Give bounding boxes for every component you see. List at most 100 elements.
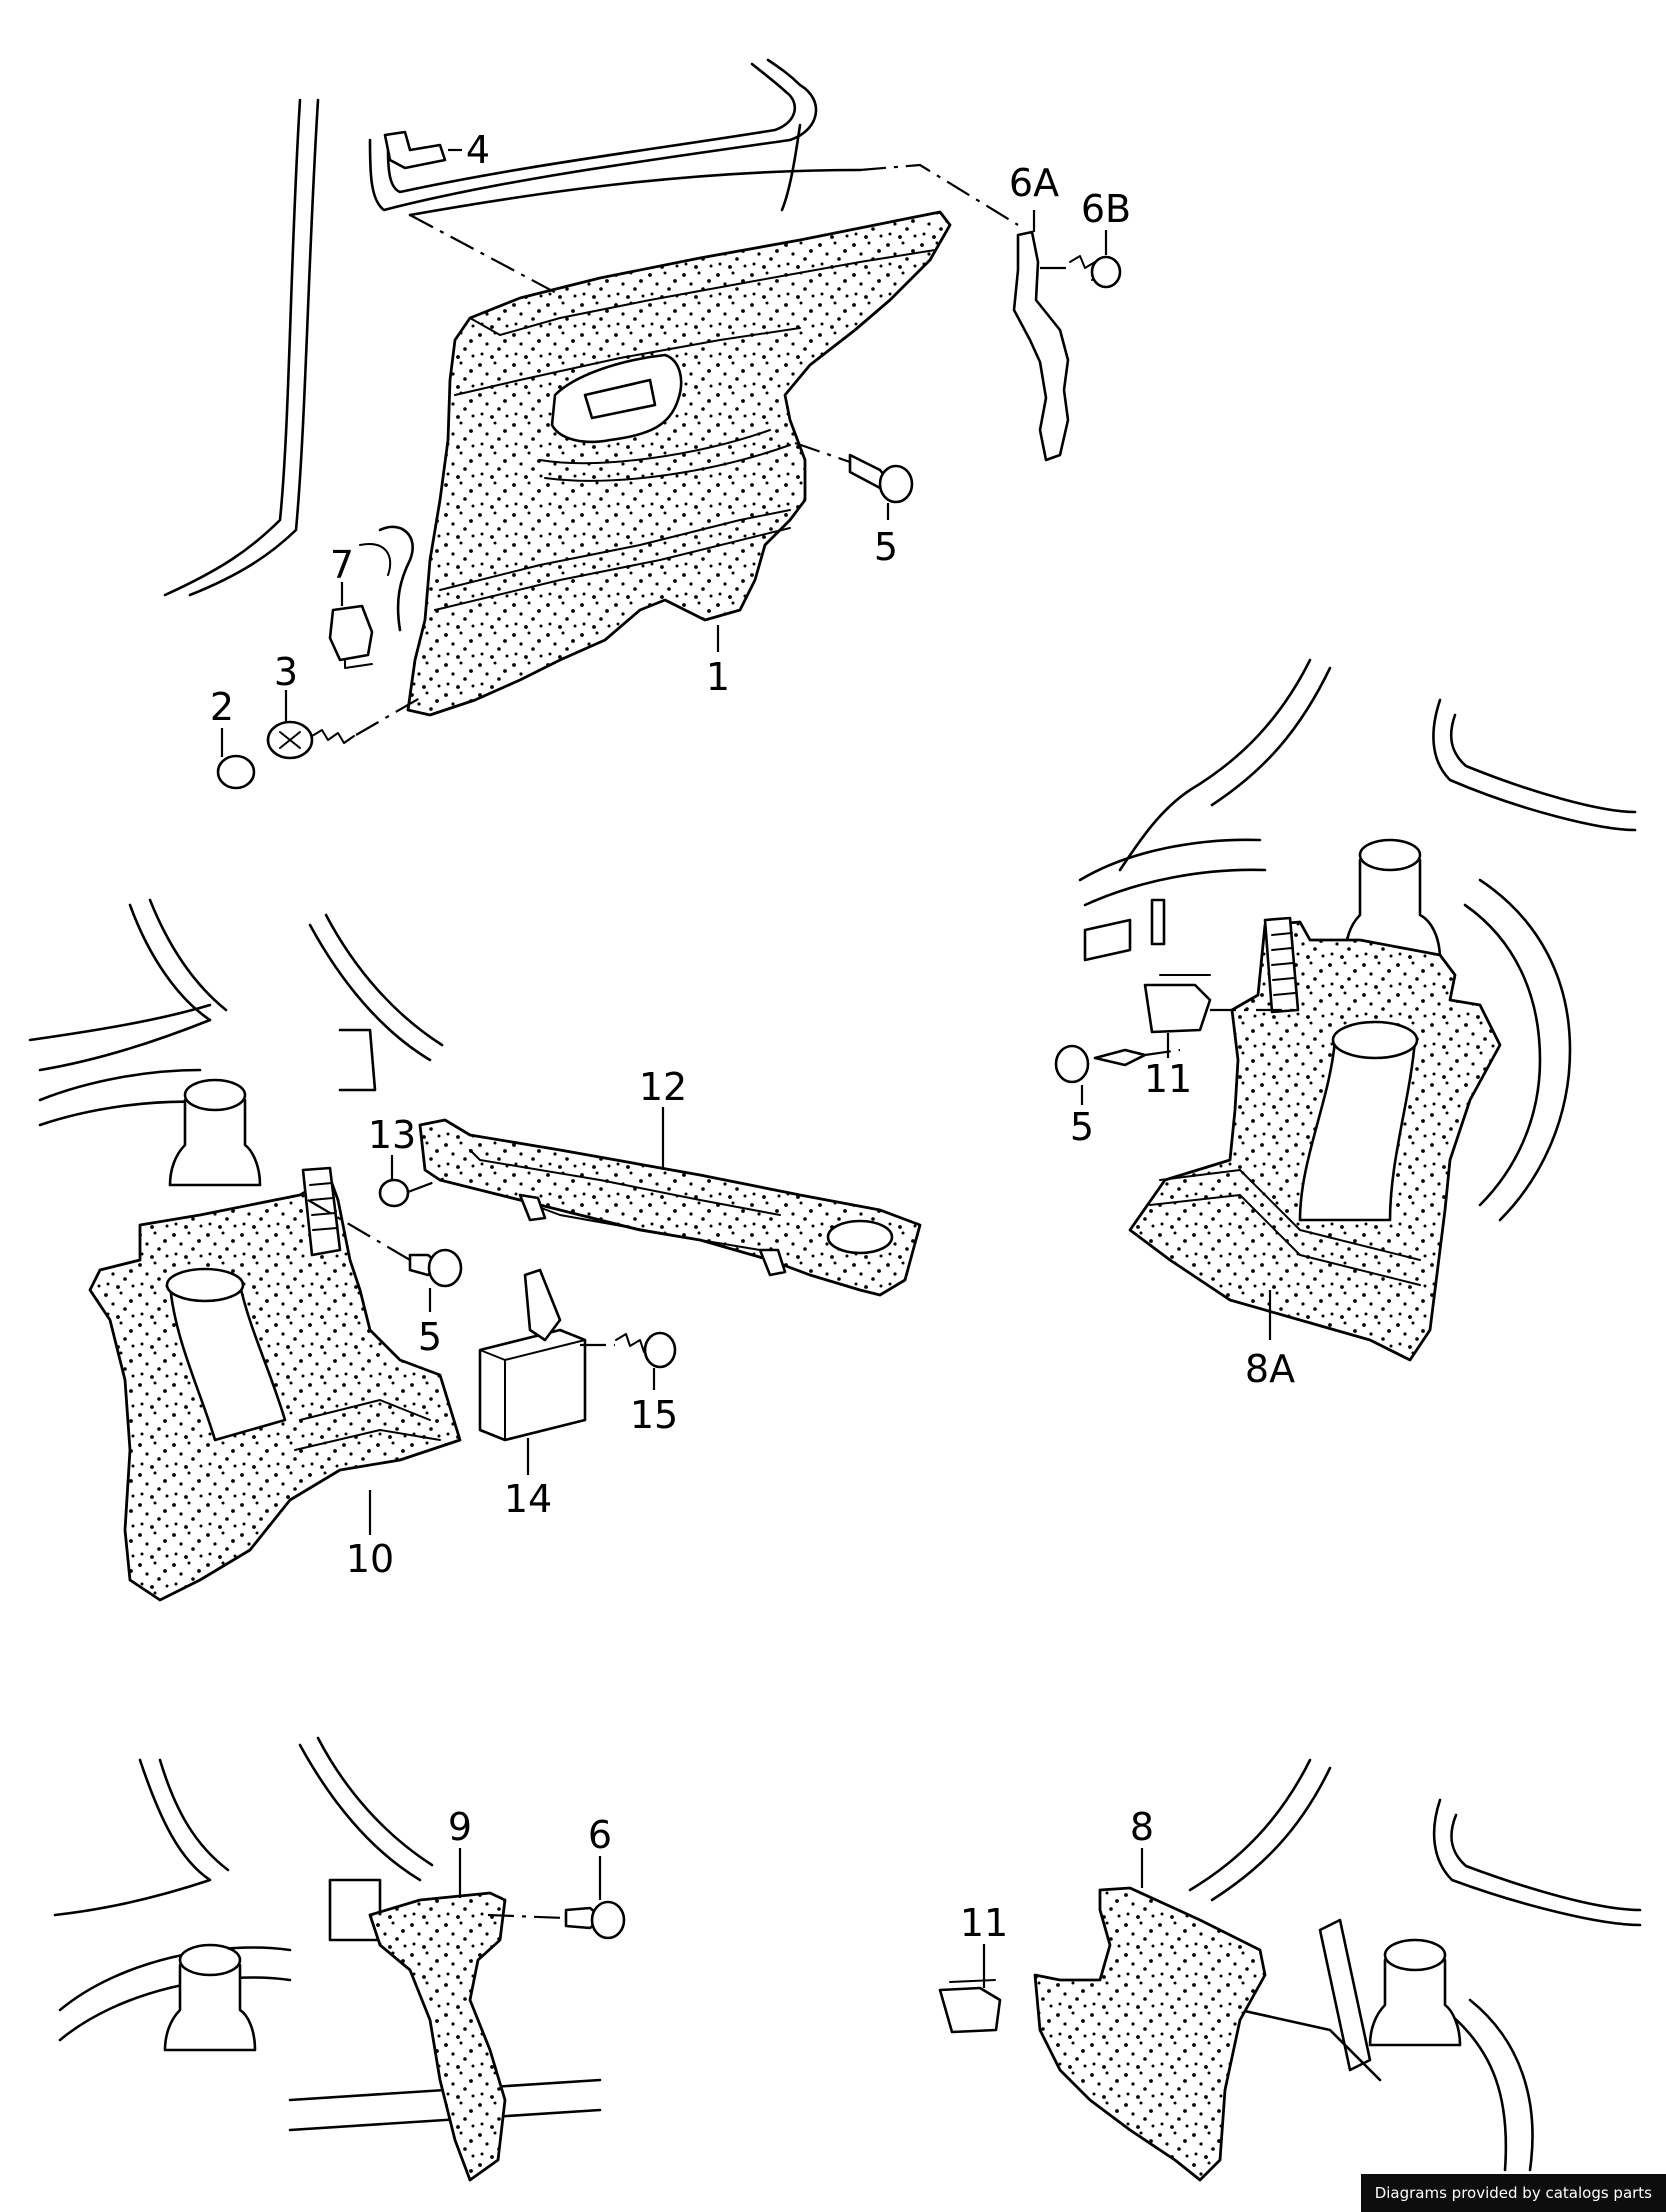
trim-8A-tube-top — [1331, 1020, 1419, 1060]
body-pillar-line-inner — [188, 98, 320, 597]
callout-11-bottom: 11 — [960, 1901, 1008, 1945]
fastener-5-left-head — [427, 1248, 463, 1288]
axis-13 — [407, 1176, 446, 1194]
left-body-curve-3 — [28, 1003, 212, 1042]
damper-cap-right — [1358, 838, 1422, 872]
left-body-arc — [38, 1068, 202, 1102]
damper-cap-bl — [178, 1943, 242, 1977]
axis-5-right — [1144, 1048, 1181, 1057]
trim-10-floor — [299, 1399, 431, 1421]
credit-badge: Diagrams provided by catalogs parts — [1360, 2174, 1666, 2212]
trim-8A-floor-2 — [1149, 1194, 1421, 1286]
bl-arc — [58, 1946, 292, 2012]
roof-line — [408, 168, 862, 217]
left-body-curve-2 — [148, 898, 228, 1012]
br-body-2 — [1210, 1766, 1332, 1902]
right-wheelarch-inner — [1463, 903, 1542, 1207]
screw-3-cross — [279, 731, 301, 749]
callout-5-top: 5 — [874, 525, 898, 569]
bl-window — [328, 1878, 382, 1942]
bl-floor-2 — [288, 2108, 602, 2132]
bl-body-2 — [158, 1758, 230, 1872]
left-body-c2 — [324, 913, 444, 1047]
callout-2: 2 — [210, 685, 234, 729]
br-body-3 — [1432, 1798, 1642, 1927]
trim-8-view — [938, 1758, 1642, 2182]
trim-panel-1-low — [434, 527, 791, 611]
trim-9-view — [53, 1736, 626, 2182]
callout-13: 13 — [368, 1113, 416, 1157]
right-body-c — [1432, 698, 1637, 832]
damper-tower-bl — [163, 1963, 257, 2052]
damper-tower-left — [168, 1098, 262, 1187]
trim-panel-9 — [368, 1891, 507, 2182]
bl-arc-2 — [58, 1976, 292, 2042]
cap-2 — [216, 754, 256, 790]
axis-4 — [409, 214, 561, 296]
bracket-14-tab — [523, 1268, 562, 1342]
clip-11-bottom — [938, 1986, 1002, 2034]
trim-10-floor-2 — [294, 1429, 441, 1451]
trim-8A-post-ribs — [1271, 932, 1296, 996]
callout-10: 10 — [346, 1537, 394, 1581]
trim-panel-12 — [418, 1118, 922, 1297]
armrest-handle — [583, 378, 657, 420]
callout-5-left: 5 — [418, 1315, 442, 1359]
body-pillar-line — [163, 98, 302, 597]
trim-panel-1-belt — [454, 327, 801, 396]
clip-7 — [328, 604, 374, 662]
callout-6B: 6B — [1081, 187, 1131, 231]
bl-body-3 — [298, 1743, 422, 1882]
grommet-13 — [378, 1178, 410, 1208]
clip-4 — [383, 130, 447, 170]
trim-8A-tube — [1298, 1038, 1417, 1222]
trim-12-channel — [469, 1149, 781, 1216]
bracket-14 — [478, 1328, 587, 1442]
wheel-housing-right-view — [1054, 658, 1637, 1362]
trim-8A-floor — [1159, 1169, 1421, 1261]
axis-3 — [355, 697, 421, 736]
fastener-5-right — [1093, 1048, 1147, 1067]
trim-10-post — [301, 1166, 342, 1257]
right-body-sweep — [1078, 838, 1262, 882]
callout-6A: 6A — [1009, 161, 1059, 205]
wheel-housing-left-view — [28, 898, 922, 1602]
fastener-5-right-head — [1054, 1044, 1090, 1084]
callout-labels: 4 6A 6B 5 7 3 2 1 11 5 8A 12 13 5 15 14 … — [210, 128, 1295, 1945]
screw-15-head — [643, 1331, 677, 1369]
callout-15: 15 — [630, 1393, 678, 1437]
br-arch — [1468, 1998, 1534, 2172]
bl-body-4 — [316, 1736, 434, 1867]
sill-line — [378, 525, 414, 632]
bracket-6A — [1012, 230, 1070, 462]
left-body-curve-1 — [38, 903, 212, 1072]
right-side-window — [1083, 918, 1132, 962]
armrest-contour-2 — [544, 444, 791, 482]
callout-4: 4 — [466, 128, 490, 172]
left-body-c — [308, 923, 432, 1062]
clip-11-bottom-top — [949, 1979, 996, 1983]
left-window — [338, 1028, 377, 1092]
br-arch-2 — [1443, 2008, 1508, 2172]
damper-tower-br — [1368, 1958, 1462, 2047]
clip-7-tab — [344, 659, 373, 669]
trim-panel-8 — [1033, 1886, 1267, 2182]
screw-6B-head — [1090, 255, 1122, 289]
callout-1: 1 — [706, 655, 730, 699]
trim-panel-1-top-rail — [469, 249, 936, 336]
right-body-arch-1 — [1118, 658, 1312, 872]
callout-12: 12 — [639, 1065, 687, 1109]
axis-5-top — [794, 441, 851, 464]
callout-7: 7 — [330, 543, 354, 587]
trim-10-post-ribs — [309, 1182, 338, 1231]
left-body-arc-2 — [38, 1100, 202, 1127]
axis-6A — [859, 163, 1019, 226]
trim-panel-1 — [406, 210, 952, 717]
br-pillar — [1318, 1918, 1372, 2072]
window-frame-inner — [386, 62, 797, 194]
clip-11-right — [1143, 983, 1212, 1034]
right-body-arch-2 — [1210, 666, 1332, 807]
trim-12-foot-2 — [758, 1248, 787, 1277]
right-wheelarch-outer — [1478, 878, 1572, 1222]
